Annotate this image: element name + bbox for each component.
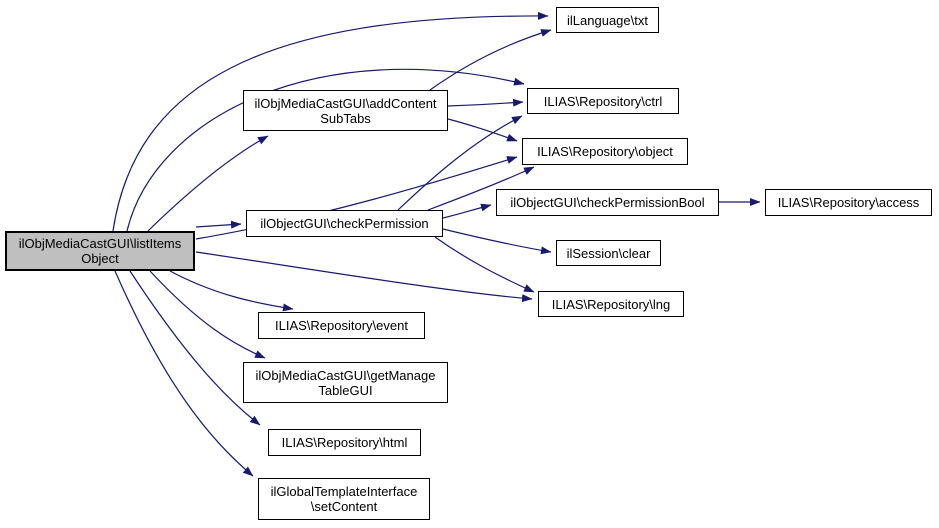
node-addcontent-subtabs[interactable]: ilObjMediaCastGUI\addContent SubTabs <box>243 90 448 131</box>
edge-listitems-object-to-getmanage-tablegui <box>149 270 266 359</box>
edge-listitems-object-to-html <box>129 270 261 426</box>
edge-listitems-object-to-event <box>169 270 294 312</box>
edge-addcontent-subtabs-to-object <box>447 118 518 142</box>
edge-checkpermission-to-ctrl <box>397 115 523 211</box>
node-txt[interactable]: ilLanguage\txt <box>556 7 659 33</box>
edge-listitems-object-to-object <box>195 156 518 240</box>
node-checkpermissionbool[interactable]: ilObjectGUI\checkPermissionBool <box>496 189 719 216</box>
edge-checkpermission-to-lng <box>434 236 535 293</box>
edge-listitems-object-to-txt <box>112 11 549 232</box>
edge-addcontent-subtabs-to-txt <box>429 29 552 91</box>
node-object[interactable]: ILIAS\Repository\object <box>522 138 688 165</box>
edge-checkpermission-to-object <box>427 166 535 211</box>
edge-listitems-object-to-checkpermission <box>195 220 242 229</box>
node-ctrl[interactable]: ILIAS\Repository\ctrl <box>527 88 679 114</box>
edge-listitems-object-to-lng <box>195 251 533 303</box>
node-access[interactable]: ILIAS\Repository\access <box>765 189 932 216</box>
edge-checkpermission-to-clear <box>442 228 552 255</box>
node-html[interactable]: ILIAS\Repository\html <box>268 429 421 456</box>
node-getmanage-tablegui[interactable]: ilObjMediaCastGUI\getManage TableGUI <box>243 362 448 403</box>
node-clear[interactable]: ilSession\clear <box>556 240 661 266</box>
node-event[interactable]: ILIAS\Repository\event <box>258 312 425 339</box>
edge-checkpermission-to-checkpermissionbool <box>442 203 492 219</box>
node-lng[interactable]: ILIAS\Repository\lng <box>538 291 684 317</box>
node-setcontent[interactable]: ilGlobalTemplateInterface \setContent <box>258 478 430 520</box>
edge-listitems-object-to-setcontent <box>114 270 254 477</box>
edges-group <box>112 11 761 477</box>
node-checkpermission[interactable]: ilObjectGUI\checkPermission <box>246 210 443 237</box>
edge-listitems-object-to-addcontent-subtabs <box>147 135 269 232</box>
edge-addcontent-subtabs-to-ctrl <box>447 98 524 107</box>
node-listitems-object[interactable]: ilObjMediaCastGUI\listItems Object <box>5 231 195 271</box>
